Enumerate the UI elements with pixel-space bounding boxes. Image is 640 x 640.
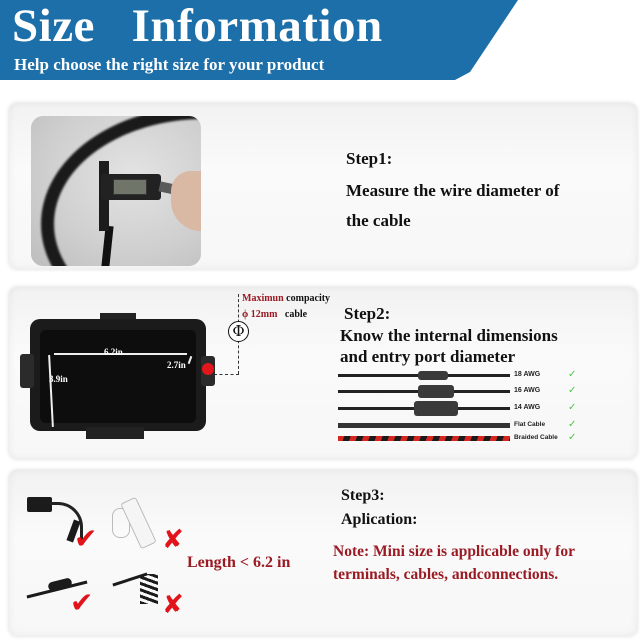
capacity-note-line2: ϕ 12mm cable <box>242 309 307 321</box>
cable-label: 16 AWG <box>514 387 541 394</box>
length-label: 6.2in <box>104 347 123 357</box>
box-interior <box>40 330 196 423</box>
step3-heading: Step3: <box>341 487 385 504</box>
box-bottom-tab <box>86 427 144 439</box>
length-limit-label: Length < 6.2 in <box>187 554 291 571</box>
step1-heading: Step1: <box>346 149 393 168</box>
check-icon: ✓ <box>568 369 577 380</box>
diameter-symbol-icon: Φ <box>228 321 249 342</box>
cable-label: Flat Cable <box>514 421 546 428</box>
x-mark-icon: ✘ <box>162 590 184 620</box>
check-mark-icon: ✔ <box>74 522 98 555</box>
step2-line2: and entry port diameter <box>340 347 516 366</box>
ferrite-core <box>418 385 454 398</box>
header-banner <box>0 0 518 80</box>
box-left-latch <box>20 354 34 388</box>
check-icon: ✓ <box>568 402 577 413</box>
power-adapter-image <box>27 497 52 512</box>
caliper-photo <box>31 116 201 266</box>
capacity-cable-label: cable <box>284 309 308 320</box>
step2-heading: Step2: <box>344 304 391 323</box>
step3-subheading: Aplication: <box>341 511 418 528</box>
cable-row: Flat Cable ✓ <box>338 419 578 432</box>
x-mark-icon: ✘ <box>162 525 184 555</box>
note-line1: Note: Mini size is applicable only for <box>333 543 575 560</box>
cable-label: Braided Cable <box>514 434 558 441</box>
step3-card <box>9 470 637 636</box>
check-icon: ✓ <box>568 419 577 430</box>
page-title: Size Information <box>12 0 383 52</box>
cable-row: 14 AWG ✓ <box>338 401 578 416</box>
ferrite-core <box>418 371 448 380</box>
capacity-diameter: ϕ 12mm <box>242 309 278 320</box>
step2-line1: Know the internal dimensions <box>340 326 558 345</box>
entry-port-marker <box>202 363 214 375</box>
box-top-tab <box>100 313 136 323</box>
ferrite-core <box>414 401 458 416</box>
caliper-display <box>113 179 147 195</box>
check-icon: ✓ <box>568 385 577 396</box>
capacity-label-red: Maximun <box>242 293 284 304</box>
splitter-outlets-image <box>140 574 158 604</box>
cable-label: 18 AWG <box>514 371 541 378</box>
cable-row: Braided Cable ✓ <box>338 432 578 445</box>
power-adapter-cord <box>50 502 83 545</box>
length-dimension-line <box>54 353 187 355</box>
check-icon: ✓ <box>568 432 577 443</box>
braided-cable-image <box>338 436 510 441</box>
enclosure-box-image: 6.2in 3.9in 2.7in <box>18 310 218 440</box>
port-leader-line-horizontal <box>214 374 239 375</box>
depth-label: 2.7in <box>167 360 186 370</box>
page-subtitle: Help choose the right size for your prod… <box>14 55 325 74</box>
step1-line2: the cable <box>346 211 411 230</box>
cable-row: 16 AWG ✓ <box>338 385 578 398</box>
capacity-note-line1: Maximun compacity <box>242 293 330 305</box>
cable-label: 14 AWG <box>514 404 541 411</box>
width-label: 3.9in <box>49 374 68 384</box>
capacity-label: compacity <box>286 293 331 304</box>
flat-cable-image <box>338 423 510 428</box>
cable-row: 18 AWG ✓ <box>338 369 578 382</box>
check-mark-icon: ✔ <box>70 586 94 619</box>
note-line2: terminals, cables, andconnections. <box>333 566 559 583</box>
step1-line1: Measure the wire diameter of <box>346 181 560 200</box>
